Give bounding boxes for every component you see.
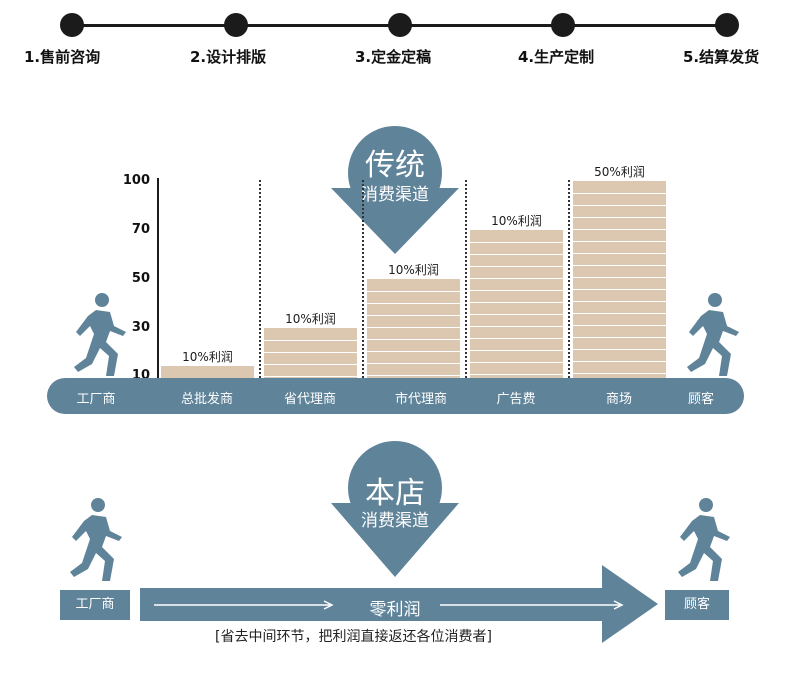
step-dot bbox=[60, 13, 84, 37]
step-label-2: 2.设计排版 bbox=[190, 48, 267, 66]
channel-label-mall: 商场 bbox=[605, 392, 632, 407]
profit-bar bbox=[367, 279, 460, 378]
profit-bar bbox=[264, 328, 357, 378]
long-right-arrow-icon bbox=[140, 565, 658, 643]
badge-title: 传统 bbox=[365, 148, 425, 183]
bars-layer: 10%利润 10%利润 10%利润 10%利润 50%利润 bbox=[161, 165, 666, 378]
zero-profit-label: 零利润 bbox=[369, 600, 421, 620]
divider-dotted-line bbox=[465, 180, 467, 378]
step-dot bbox=[551, 13, 575, 37]
divider-dotted-line bbox=[259, 180, 261, 378]
channel-band bbox=[47, 378, 744, 414]
divider-dotted-line bbox=[568, 180, 570, 378]
walking-person-icon bbox=[74, 293, 126, 376]
traditional-channel-badge: 传统 消费渠道 bbox=[327, 123, 463, 255]
channel-label-provincial-agent: 省代理商 bbox=[283, 392, 336, 407]
our-channel-badge: 本店 消费渠道 bbox=[327, 438, 463, 578]
y-tick-label: 50 bbox=[131, 271, 150, 286]
channel-label-advertising: 广告费 bbox=[496, 392, 536, 407]
profit-bar-label: 10%利润 bbox=[285, 312, 336, 326]
walking-person-icon bbox=[70, 498, 122, 581]
profit-bar-label: 10%利润 bbox=[182, 350, 233, 364]
step-label-4: 4.生产定制 bbox=[518, 48, 595, 66]
channel-label-factory: 工厂商 bbox=[76, 392, 116, 407]
customer-box: 顾客 bbox=[665, 590, 729, 620]
profit-bar bbox=[161, 366, 254, 378]
step-label-3: 3.定金定稿 bbox=[355, 48, 432, 66]
arrow-down-badge-icon bbox=[331, 441, 459, 577]
savings-note: [省去中间环节，把利润直接返还各位消费者] bbox=[215, 629, 492, 645]
profit-bar-label: 10%利润 bbox=[491, 214, 542, 228]
profit-bar bbox=[573, 181, 666, 378]
channel-label-customer: 顾客 bbox=[687, 392, 714, 407]
y-axis bbox=[157, 178, 159, 378]
profit-bar bbox=[470, 230, 563, 378]
badge-subtitle: 消费渠道 bbox=[361, 511, 429, 531]
step-dot bbox=[388, 13, 412, 37]
divider-dotted-line bbox=[362, 180, 364, 378]
profit-bar-label: 50%利润 bbox=[594, 165, 645, 179]
profit-bar-label: 10%利润 bbox=[388, 263, 439, 277]
step-dot bbox=[715, 13, 739, 37]
channel-label-wholesaler: 总批发商 bbox=[180, 392, 233, 407]
badge-title: 本店 bbox=[365, 476, 425, 511]
step-dot bbox=[224, 13, 248, 37]
channel-label-city-agent: 市代理商 bbox=[394, 392, 447, 407]
walking-person-icon bbox=[687, 293, 739, 376]
y-tick-label: 70 bbox=[131, 222, 150, 237]
y-tick-label: 100 bbox=[122, 173, 150, 188]
y-tick-label: 30 bbox=[131, 320, 150, 335]
factory-box: 工厂商 bbox=[60, 590, 130, 620]
badge-subtitle: 消费渠道 bbox=[361, 185, 429, 205]
step-label-5: 5.结算发货 bbox=[683, 48, 760, 66]
walking-person-icon bbox=[678, 498, 730, 581]
step-label-1: 1.售前咨询 bbox=[24, 48, 101, 66]
